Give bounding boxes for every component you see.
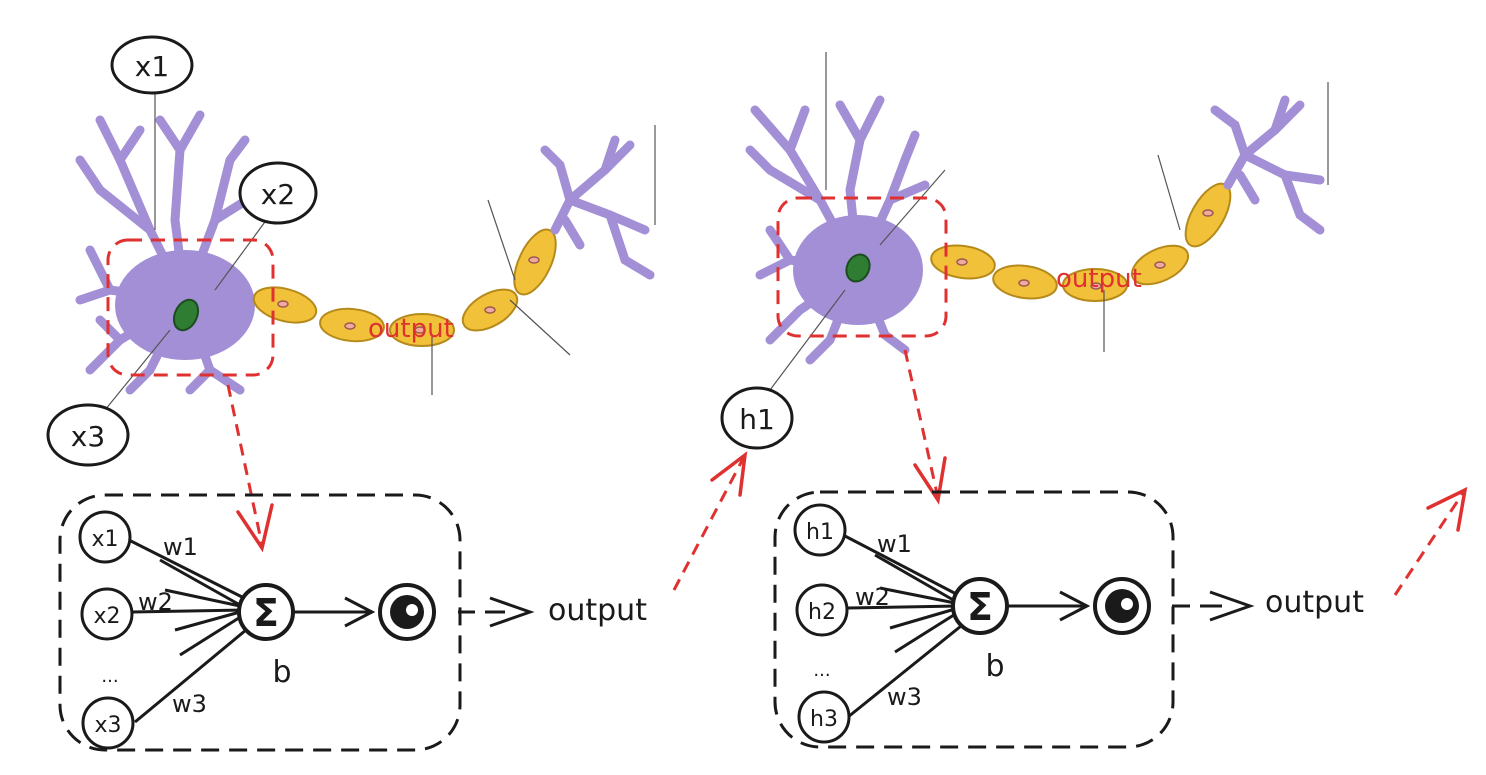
svg-text:Σ: Σ <box>967 585 993 629</box>
svg-text:x2: x2 <box>261 178 295 211</box>
svg-text:Σ: Σ <box>253 591 279 635</box>
perceptron-left-weight-w1: w1 <box>163 533 198 561</box>
perceptron-left-input-x1: x1 <box>78 510 132 564</box>
perceptron-right: h1 h2 ... h3 w1 w2 w3 Σ b output <box>773 490 1364 749</box>
perceptron-left-box <box>58 493 462 752</box>
neuron-left-soma-highlight <box>106 238 275 377</box>
neuron-left-nucleus <box>172 298 200 332</box>
perceptron-left-input-x3: x3 <box>81 696 135 750</box>
neuron-right-output-label: output <box>1056 264 1142 294</box>
neuron-right-input-h1: h1 <box>720 386 794 450</box>
svg-text:x1: x1 <box>91 527 118 552</box>
svg-text:h3: h3 <box>810 707 838 732</box>
arrow-output-next <box>1393 489 1467 596</box>
perceptron-right-activation-node <box>1093 577 1151 635</box>
svg-text:h2: h2 <box>808 600 836 625</box>
neuron-right: h1 output <box>720 52 1329 450</box>
perceptron-right-box <box>773 490 1175 749</box>
arrow-soma-to-perceptron-left <box>226 384 264 546</box>
perceptron-right-input-h1: h1 <box>793 503 847 557</box>
perceptron-right-input-h3: h3 <box>797 690 851 744</box>
arrow-output-to-h1 <box>672 454 747 591</box>
perceptron-right-sum-node: Σ <box>951 577 1009 635</box>
svg-text:x3: x3 <box>71 420 105 453</box>
perceptron-left-bias: b <box>272 655 291 690</box>
neuron-left: x1 x2 x3 output <box>46 35 656 467</box>
svg-text:x1: x1 <box>135 50 169 83</box>
neuron-right-soma-highlight <box>776 196 948 338</box>
neuron-left-input-x3: x3 <box>46 403 130 467</box>
perceptron-left-weight-w3: w3 <box>172 690 207 718</box>
perceptron-right-weight-w1: w1 <box>877 530 912 558</box>
perceptron-left-weight-w2: w2 <box>138 588 173 616</box>
svg-text:x3: x3 <box>94 713 121 738</box>
perceptron-left-input-x2: x2 <box>80 587 134 641</box>
perceptron-left-activation-node <box>378 583 436 641</box>
neuron-right-terminals <box>1210 95 1325 235</box>
perceptron-left: x1 x2 ... x3 w1 w2 w3 Σ b output <box>58 493 647 752</box>
perceptron-right-input-ellipsis: ... <box>813 660 830 681</box>
svg-text:h1: h1 <box>806 520 834 545</box>
arrow-soma-to-perceptron-right <box>903 349 940 499</box>
neuron-left-terminals <box>540 135 655 280</box>
perceptron-right-weight-w3: w3 <box>887 683 922 711</box>
perceptron-right-input-h2: h2 <box>795 583 849 637</box>
perceptron-left-input-ellipsis: ... <box>101 666 118 687</box>
svg-text:x2: x2 <box>93 604 120 629</box>
neuron-left-input-x2: x2 <box>238 161 318 225</box>
neuron-left-output-label: output <box>368 314 454 344</box>
perceptron-right-output-label: output <box>1265 585 1364 620</box>
svg-text:h1: h1 <box>739 403 775 436</box>
perceptron-left-sum-node: Σ <box>237 583 295 641</box>
neuron-left-input-x1: x1 <box>110 35 194 95</box>
red-arrows <box>226 349 1467 596</box>
neuron-right-nucleus <box>845 253 871 283</box>
perceptron-left-output-label: output <box>548 593 647 628</box>
perceptron-right-bias: b <box>985 649 1004 684</box>
perceptron-right-weight-w2: w2 <box>855 583 890 611</box>
